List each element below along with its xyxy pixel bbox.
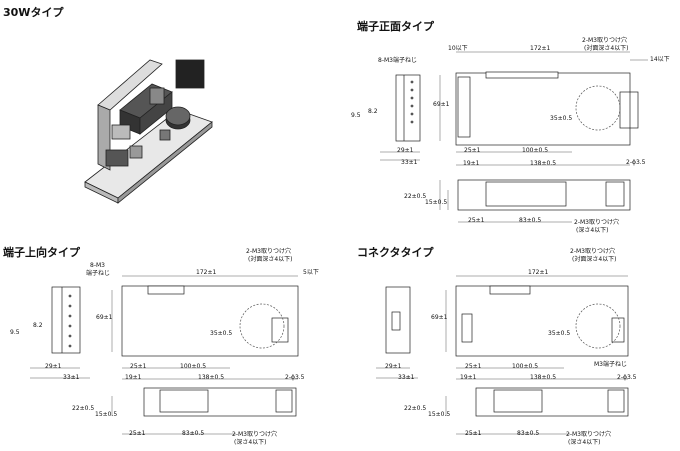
dim-172: 172±1 — [530, 45, 551, 52]
dim-100: 100±0.5 — [512, 363, 539, 370]
dim-22: 22±0.5 — [72, 405, 95, 412]
dim-19: 19±1 — [463, 160, 480, 167]
title-connector: コネクタタイプ — [357, 246, 434, 259]
dim-33: 33±1 — [63, 374, 80, 381]
dim-25: 25±1 — [465, 363, 482, 370]
note-mount-depth-bottom: (深さ4以下) — [576, 227, 609, 234]
dim-5-max: 5以下 — [303, 269, 319, 276]
dim-29: 29±1 — [45, 363, 62, 370]
dim-25: 25±1 — [464, 147, 481, 154]
note-mount-depth-bottom: (深さ4以下) — [234, 439, 267, 446]
dim-35: 35±0.5 — [210, 330, 233, 337]
dim-hole-3-5: 2-ϕ3.5 — [285, 374, 305, 381]
dim-138: 138±0.5 — [530, 160, 557, 167]
dim-8-2: 8.2 — [33, 322, 43, 329]
dim-100: 100±0.5 — [180, 363, 207, 370]
note-terminal-screw: M3端子ねじ — [594, 361, 627, 368]
dim-9-5: 9.5 — [10, 329, 20, 336]
note-mount-depth-top: (対面深さ4以下) — [572, 256, 617, 263]
front-side-view — [395, 74, 421, 142]
note-terminal-screw: 8-M3端子ねじ — [378, 57, 417, 64]
dim-25-bottom: 25±1 — [129, 430, 146, 437]
note-terminal-screw-2: 端子ねじ — [86, 270, 111, 277]
dim-83: 83±0.5 — [519, 217, 542, 224]
note-mount-depth-top: (対面深さ4以下) — [584, 45, 629, 52]
note-mount-hole-top: 2-M3取りつけ穴 — [582, 37, 628, 44]
dim-29: 29±1 — [385, 363, 402, 370]
note-mount-hole-bottom: 2-M3取りつけ穴 — [232, 431, 278, 438]
note-mount-hole-bottom: 2-M3取りつけ穴 — [574, 219, 620, 226]
dim-83: 83±0.5 — [517, 430, 540, 437]
dim-172: 172±1 — [196, 269, 217, 276]
dim-172: 172±1 — [528, 269, 549, 276]
dim-19: 19±1 — [125, 374, 142, 381]
dim-33: 33±1 — [401, 159, 418, 166]
note-mount-hole-top: 2-M3取りつけ穴 — [246, 248, 292, 255]
title-30w: 30Wタイプ — [3, 6, 64, 19]
dim-29: 29±1 — [397, 147, 414, 154]
dim-19: 19±1 — [460, 374, 477, 381]
note-mount-hole-bottom: 2-M3取りつけ穴 — [566, 431, 612, 438]
dim-9-5: 9.5 — [351, 112, 361, 119]
dim-138: 138±0.5 — [530, 374, 557, 381]
dim-15: 15±0.5 — [425, 199, 448, 206]
note-terminal-screw-1: 8-M3 — [90, 262, 105, 269]
dim-69: 69±1 — [96, 314, 113, 321]
dim-33: 33±1 — [398, 374, 415, 381]
dim-hole-3-5: 2-ϕ3.5 — [617, 374, 637, 381]
note-mount-depth-bottom: (深さ4以下) — [568, 439, 601, 446]
dim-14-max: 14以下 — [650, 56, 670, 63]
dim-83: 83±0.5 — [182, 430, 205, 437]
dim-69: 69±1 — [431, 314, 448, 321]
note-mount-hole-top: 2-M3取りつけ穴 — [570, 248, 616, 255]
dim-25-bottom: 25±1 — [465, 430, 482, 437]
dim-15: 15±0.5 — [428, 411, 451, 418]
dim-25-bottom: 25±1 — [468, 217, 485, 224]
dim-8-2: 8.2 — [368, 108, 378, 115]
title-top-terminal: 端子上向タイプ — [3, 246, 80, 259]
dim-hole-3-5: 2-ϕ3.5 — [626, 159, 646, 166]
dim-22: 22±0.5 — [404, 193, 427, 200]
dim-100: 100±0.5 — [522, 147, 549, 154]
dim-69: 69±1 — [433, 101, 450, 108]
dim-35: 35±0.5 — [548, 330, 571, 337]
note-mount-depth-top: (対面深さ4以下) — [248, 256, 293, 263]
title-front-terminal: 端子正面タイプ — [357, 20, 434, 33]
dim-10-max: 10以下 — [448, 45, 468, 52]
dim-22: 22±0.5 — [404, 405, 427, 412]
dim-138: 138±0.5 — [198, 374, 225, 381]
dim-25: 25±1 — [130, 363, 147, 370]
front-bottom-view — [457, 179, 631, 211]
dim-35: 35±0.5 — [550, 115, 573, 122]
dim-15: 15±0.5 — [95, 411, 118, 418]
